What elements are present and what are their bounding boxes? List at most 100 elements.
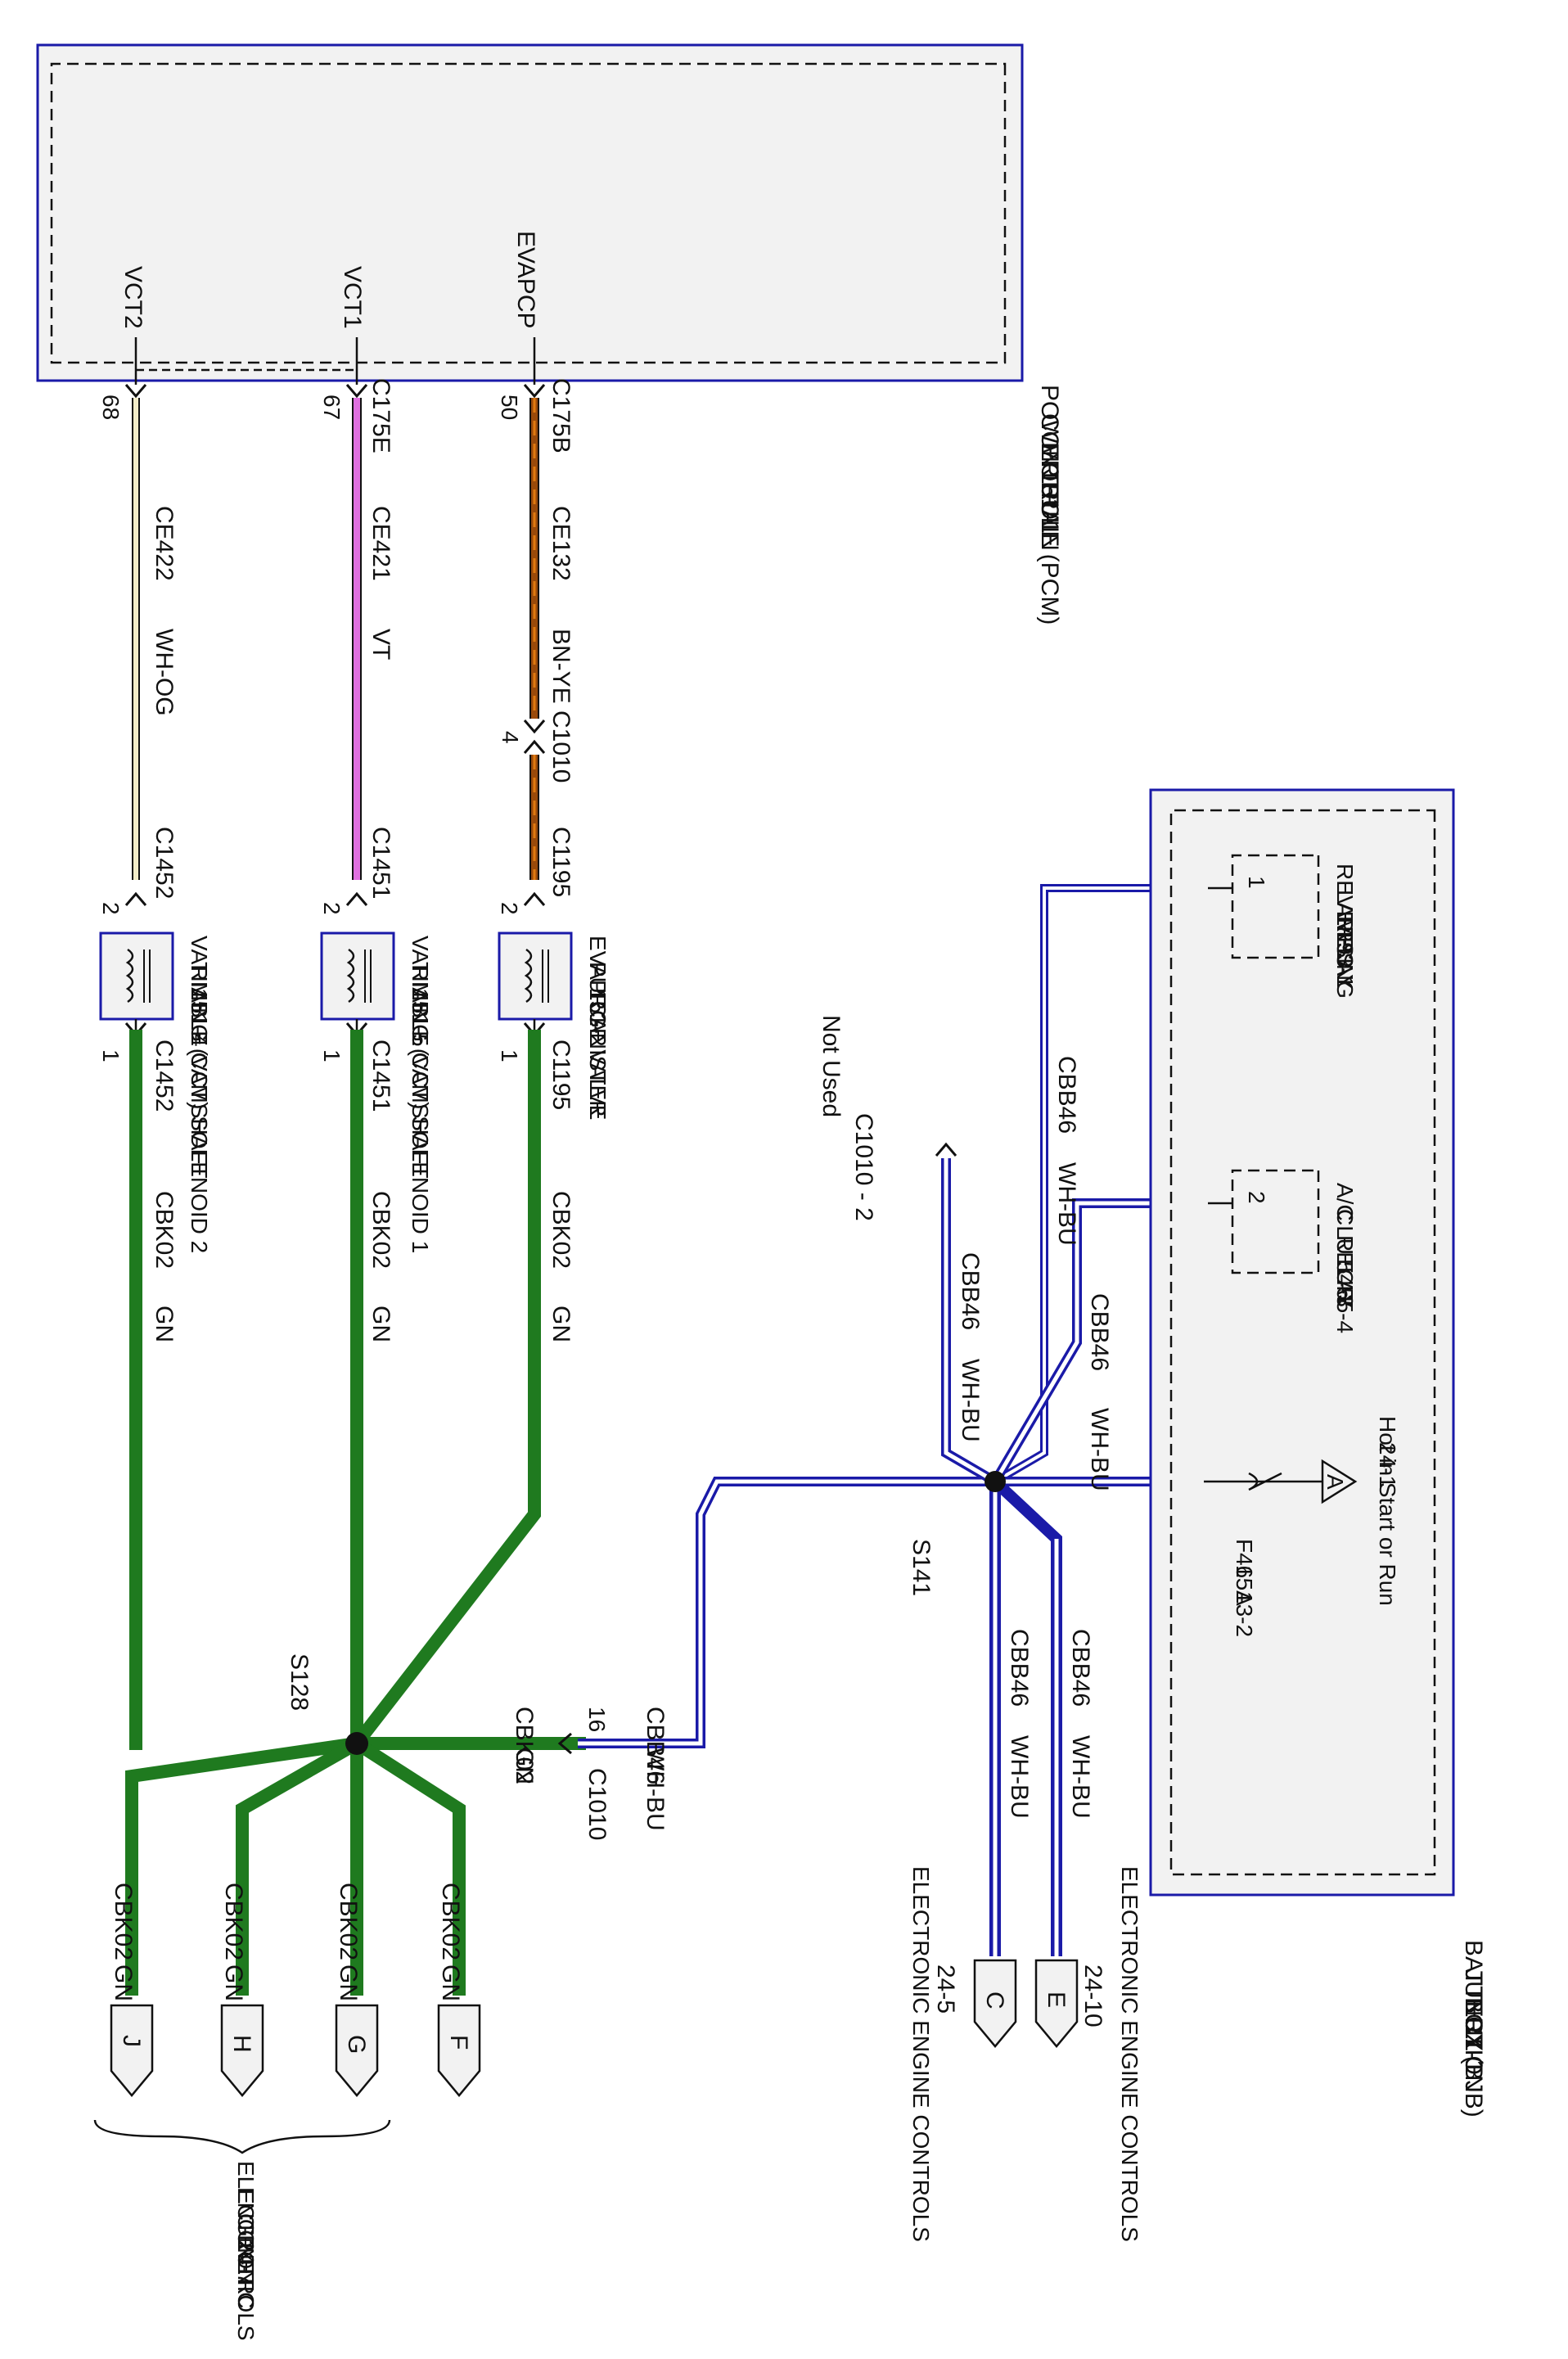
fuse-f46-icon <box>1248 1472 1282 1491</box>
s141-ac-color: WH-BU <box>1086 1408 1113 1491</box>
vct2-pin-in: 2 <box>98 902 124 915</box>
connector-e-ref: 24-10 <box>1079 1964 1106 2027</box>
s141-c-color: WH-BU <box>1006 1735 1033 1819</box>
vct2-solenoid-title-2: 151-4 <box>187 988 212 1047</box>
vct2-circuit: CE422 <box>151 506 178 581</box>
targets-ref-line-3: 24-7 <box>233 2239 259 2285</box>
vct2-pin: 68 <box>98 395 124 420</box>
targets-ref-line-1: ENGINE <box>233 2187 259 2275</box>
evap-pin-out: 1 <box>497 1049 522 1062</box>
wire-evapcp <box>523 337 546 906</box>
s141-rev-circuit: CBB46 <box>1053 1056 1080 1134</box>
s141-e-color: WH-BU <box>1067 1735 1094 1819</box>
c1010-2-label: C1010 - 2 <box>850 1113 877 1221</box>
vct1-solenoid-title-1: TIMING (VCT) SOLENOID 1 <box>408 962 433 1253</box>
vct2-color: WH-OG <box>151 629 178 716</box>
vct2-solenoid <box>99 931 174 1021</box>
branch-f-circuit: CBK02 <box>437 1883 464 1960</box>
fuse-rating: 15A <box>1232 1565 1257 1606</box>
vct1-pin: 67 <box>319 395 345 420</box>
vct1-conn-out: C1451 <box>367 1040 394 1112</box>
reversing-relay-line-0: REVERSING <box>1332 864 1358 999</box>
vct1-pin-in: 2 <box>319 902 345 915</box>
vct1-conn-in: C1451 <box>367 827 394 899</box>
pcm-title-line-3: 151-1 <box>1036 471 1063 534</box>
evap-purge-valve <box>498 931 573 1021</box>
connector-j: J <box>118 2035 145 2047</box>
targets-ref-line-2: CONTROLS <box>233 2213 259 2341</box>
ac-relay-line-0: A/C <box>1332 1183 1358 1221</box>
vct2-conn-in: C1452 <box>151 827 178 899</box>
connector-shapes-s141 <box>973 1959 1079 2048</box>
wire-vct1 <box>345 337 368 906</box>
vct2-ground-circuit: CBK02 <box>151 1191 178 1269</box>
evap-valve-title-1: PURGE VALVE <box>585 962 611 1120</box>
evap-valve-title-2: 151-2 <box>585 988 611 1047</box>
pcm-signal-vct2: VCT2 <box>119 266 146 329</box>
vct1-connector: C175E <box>367 378 394 453</box>
s141-c-circuit: CBB46 <box>1006 1629 1033 1707</box>
connector-shapes-s128 <box>110 2004 481 2097</box>
branch-g-circuit: CBK02 <box>335 1883 362 1960</box>
branch-h-color: GN <box>220 1964 247 2001</box>
connector-g: G <box>343 2035 370 2054</box>
reversing-relay-line-3: 93-1 <box>1332 942 1358 988</box>
ac-relay-line-2: RELAY <box>1332 1235 1358 1309</box>
evap-conn-out: C1195 <box>547 1040 574 1110</box>
feed-a-letter: A <box>1322 1474 1348 1490</box>
ac-relay-line-4: 55-4 <box>1332 1288 1358 1333</box>
vct1-solenoid-title-2: 151-5 <box>408 988 433 1047</box>
splice-s141-label: S141 <box>908 1539 935 1596</box>
connector-e: E <box>1043 1991 1070 2008</box>
wire-vct2 <box>124 337 147 906</box>
s141-rev-color: WH-BU <box>1053 1162 1080 1246</box>
bjb-title-3: 11-1 <box>1460 2026 1487 2073</box>
c1010-s128-pin: 16 <box>584 1707 610 1732</box>
ground-wires <box>125 1030 586 1996</box>
vct2-ground-color: GN <box>151 1306 178 1342</box>
s141-e-circuit: CBB46 <box>1067 1629 1094 1707</box>
pcm-signal-vct1: VCT1 <box>339 266 366 329</box>
vct1-ground-circuit: CBK02 <box>367 1191 394 1269</box>
s141-ac-circuit: CBB46 <box>1086 1293 1113 1371</box>
c1010-s128-connector-label: C1010 <box>583 1768 611 1840</box>
c1010-s128-connector <box>557 1732 572 1755</box>
evap-ground-circuit: CBK02 <box>547 1191 574 1269</box>
c1010-2-not-used-connector <box>935 1142 957 1157</box>
feed-line-1: 24-1 <box>1375 1442 1400 1488</box>
evapcp-color: BN-YE <box>547 629 574 704</box>
fuse-ref: 13-2 <box>1232 1591 1257 1637</box>
not-used-label: Not Used <box>818 1015 845 1117</box>
splice-s128-label: S128 <box>286 1653 313 1711</box>
s128-link-color: GN <box>511 1748 538 1784</box>
branch-j-color: GN <box>110 1964 137 2001</box>
reversing-relay-line-2: RELAY <box>1332 916 1358 990</box>
s128-out-color: WH-BU <box>642 1748 669 1831</box>
ac-relay-line-3: 54-3 <box>1332 1261 1358 1307</box>
vct1-solenoid <box>320 931 395 1021</box>
splice-s141-dot <box>985 1471 1006 1492</box>
evap-conn-in: C1195 <box>547 827 574 897</box>
pcm-title-line-0: POWERTRAIN <box>1036 385 1063 551</box>
evap-valve-title-0: EVAP CANISTER <box>585 936 611 1116</box>
connector-c: C <box>981 1991 1008 2009</box>
reversing-relay-line-1: LAMPS <box>1332 890 1358 968</box>
targets-ref-line-0: ELECTRONIC <box>233 2161 259 2308</box>
wire-cbb46-link <box>578 1477 995 1748</box>
connector-c-name: ELECTRONIC ENGINE CONTROLS <box>908 1866 934 2242</box>
connector-f: F <box>445 2035 472 2050</box>
connector-e-name: ELECTRONIC ENGINE CONTROLS <box>1117 1866 1142 2242</box>
pcm-module: POWERTRAIN CONTROL MODULE (PCM) 151-1 <box>36 43 1063 625</box>
ac-relay-line-1: CLUTCH <box>1332 1209 1358 1302</box>
pcm-signal-evapcp: EVAPCP <box>512 231 539 329</box>
bjb-title-2: BOX (BJB) <box>1460 1997 1487 2118</box>
bjb-module <box>1149 788 1455 1897</box>
evap-pin-in: 2 <box>497 902 522 915</box>
evapcp-connector: C175B <box>547 378 574 453</box>
ac-relay-box <box>1231 1169 1320 1274</box>
evap-ground-color: GN <box>547 1306 574 1342</box>
branch-j-circuit: CBK02 <box>110 1883 137 1960</box>
vct2-solenoid-title-0: VARIABLE CAMSHAFT <box>187 936 212 1179</box>
s128-link-circuit: CBK02 <box>511 1707 538 1784</box>
evapcp-circuit: CE132 <box>547 506 574 581</box>
